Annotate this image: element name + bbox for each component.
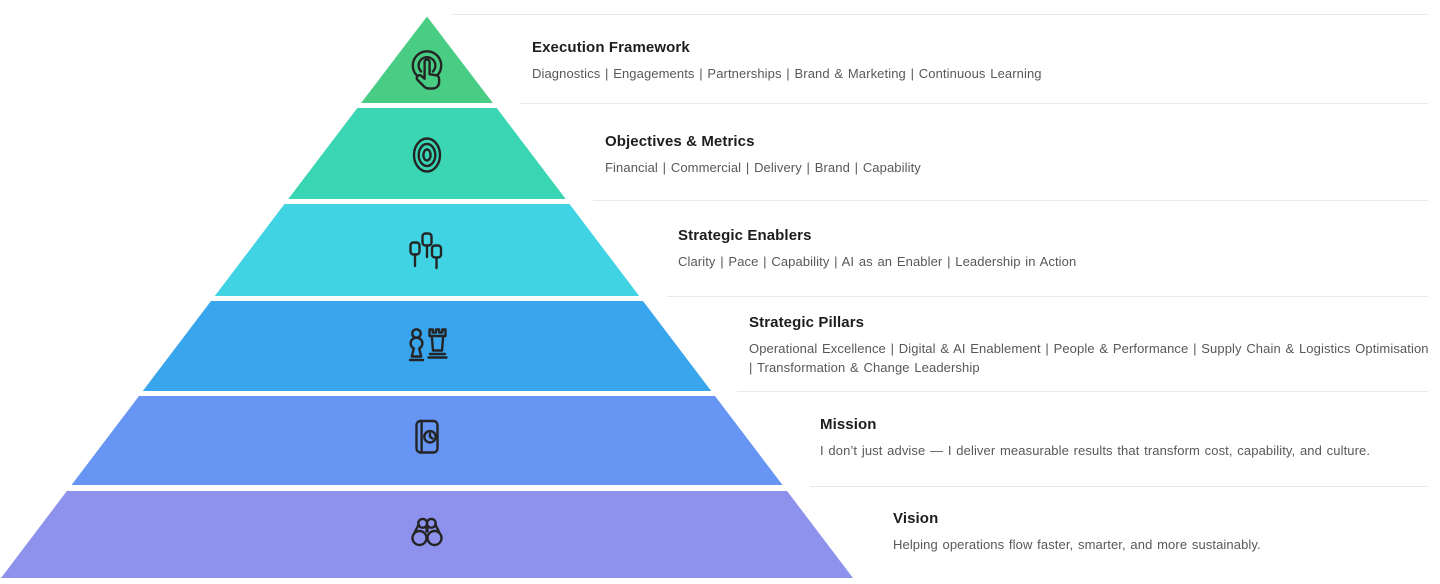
level-5-text-block: Mission I don’t just advise — I deliver … xyxy=(820,415,1370,460)
fists-icon xyxy=(409,232,443,270)
level-4-title: Strategic Pillars xyxy=(749,314,865,331)
separator-line-3 xyxy=(593,200,1428,201)
level-2-shape xyxy=(288,108,566,199)
level-4-text-block: Strategic Pillars Operational Excellence… xyxy=(749,313,1429,377)
level-4-items: Operational Excellence | Digital & AI En… xyxy=(749,341,1429,375)
level-4-shape xyxy=(142,301,712,391)
separator-line-5 xyxy=(737,391,1428,392)
level-1-text-block: Execution Framework Diagnostics | Engage… xyxy=(532,38,1042,83)
separator-line-6 xyxy=(810,486,1428,487)
level-3-title: Strategic Enablers xyxy=(678,227,812,244)
separator-line-2 xyxy=(520,103,1428,104)
chess-icon xyxy=(408,328,448,362)
level-6-items: Helping operations flow faster, smarter,… xyxy=(893,537,1261,552)
level-6-text-block: Vision Helping operations flow faster, s… xyxy=(893,509,1261,554)
tap-icon xyxy=(411,50,443,90)
level-6-shape xyxy=(1,491,853,578)
level-1-title: Execution Framework xyxy=(532,39,690,56)
level-1-items: Diagnostics | Engagements | Partnerships… xyxy=(532,66,1042,81)
book-clock-icon xyxy=(415,419,439,454)
separator-line-4 xyxy=(667,296,1428,297)
level-6-title: Vision xyxy=(893,510,939,527)
level-3-text-block: Strategic Enablers Clarity | Pace | Capa… xyxy=(678,226,1076,271)
target-icon xyxy=(412,137,442,173)
level-2-items: Financial | Commercial | Delivery | Bran… xyxy=(605,160,921,175)
level-2-title: Objectives & Metrics xyxy=(605,133,755,150)
level-5-items: I don’t just advise — I deliver measurab… xyxy=(820,443,1371,458)
level-5-title: Mission xyxy=(820,416,877,433)
level-2-text-block: Objectives & Metrics Financial | Commerc… xyxy=(605,132,921,177)
level-3-items: Clarity | Pace | Capability | AI as an E… xyxy=(678,254,1077,269)
separator-line-1 xyxy=(452,14,1428,15)
binoculars-icon xyxy=(411,517,443,547)
